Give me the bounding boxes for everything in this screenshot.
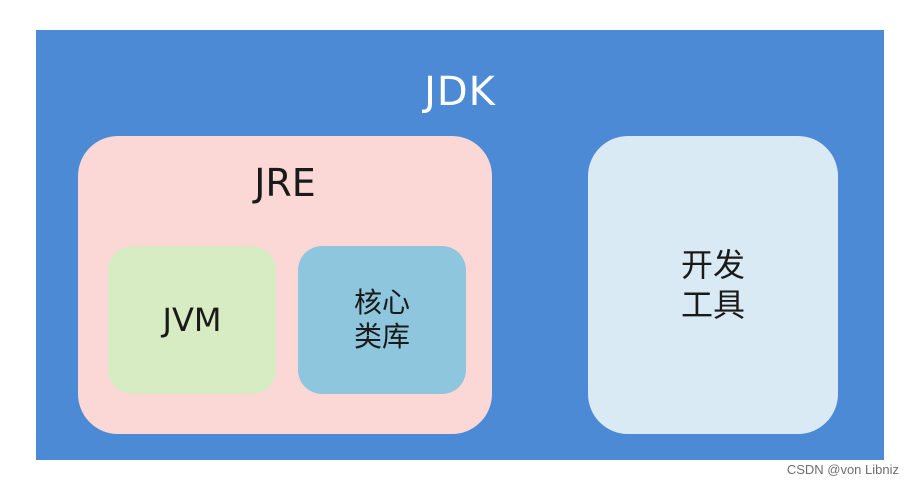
jdk-label: JDK — [424, 69, 496, 115]
core-library-box: 核心 类库 — [298, 246, 466, 394]
core-library-label-line1: 核心 — [353, 286, 410, 319]
dev-tools-box: 开发 工具 — [588, 136, 838, 434]
jre-label: JRE — [254, 161, 316, 205]
jvm-label: JVM — [162, 301, 222, 339]
dev-tools-label-line1: 开发 — [680, 246, 745, 284]
dev-tools-label-line2: 工具 — [680, 286, 745, 324]
core-library-label-line2: 类库 — [353, 320, 410, 353]
jdk-box: JDK JRE JVM 核心 类库 开发 工具 — [36, 30, 884, 460]
jvm-box: JVM — [108, 246, 276, 394]
watermark: CSDN @von Libniz — [786, 462, 899, 477]
jre-box: JRE JVM 核心 类库 — [78, 136, 492, 434]
